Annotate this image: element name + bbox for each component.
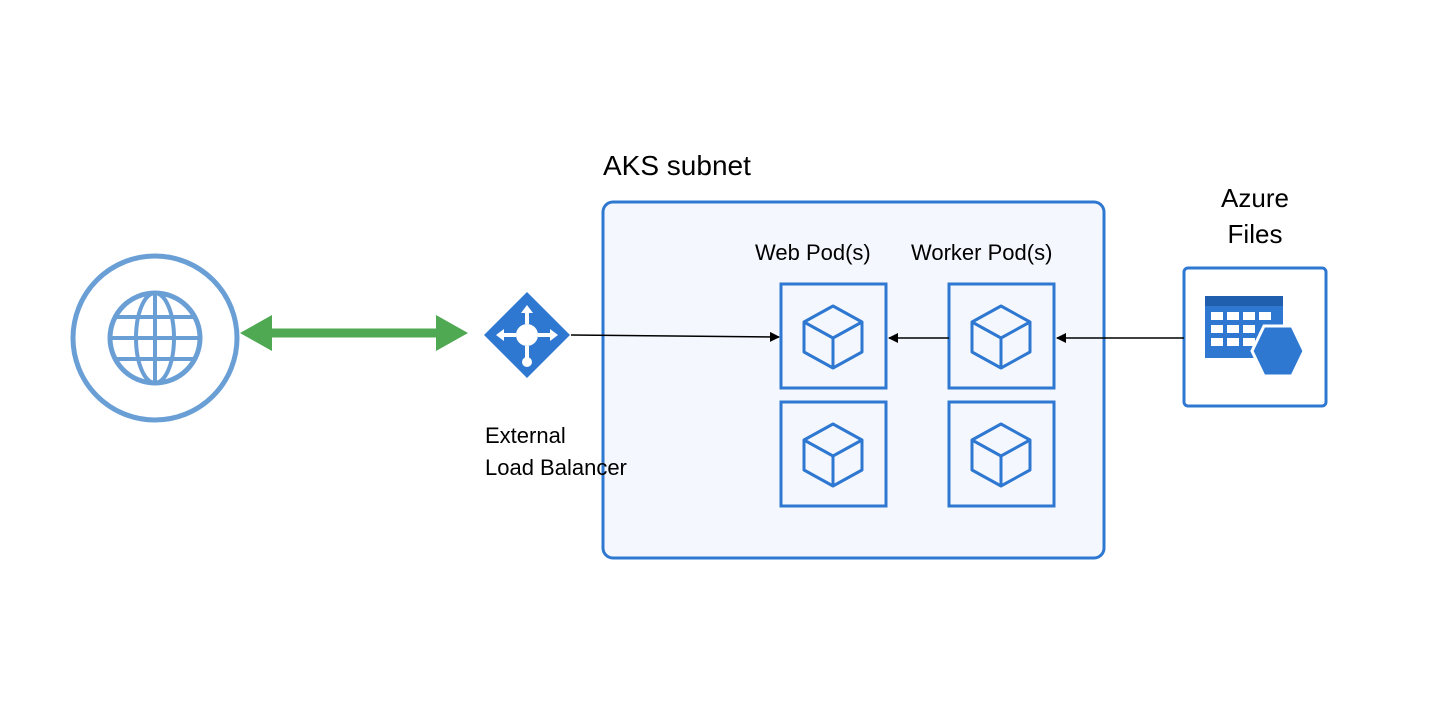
worker-pods-title: Worker Pod(s) (911, 240, 1053, 265)
load-balancer-icon (484, 292, 570, 378)
web-pods-title: Web Pod(s) (755, 240, 871, 265)
web-pod-1 (779, 282, 888, 390)
aks-subnet-title: AKS subnet (603, 150, 751, 181)
worker-pod-1 (947, 282, 1056, 390)
load-balancer-label-line2: Load Balancer (485, 455, 627, 480)
cube-icon (970, 422, 1032, 488)
cube-icon (802, 304, 864, 370)
lb-to-web-arrow (570, 331, 780, 342)
cube-icon (802, 422, 864, 488)
cube-icon (970, 304, 1032, 370)
azure-files-title-line2: Files (1227, 219, 1283, 249)
worker-pod-2 (947, 400, 1056, 508)
web-pod-2 (779, 400, 888, 508)
load-balancer-label-line1: External (485, 423, 566, 448)
bidirectional-arrow (240, 315, 468, 351)
azure-files-icon (1205, 296, 1306, 378)
globe-icon (70, 253, 240, 423)
azure-files-title-line1: Azure (1221, 183, 1289, 213)
load-balancer-label: External Load Balancer (485, 420, 685, 484)
azure-files-title: Azure Files (1185, 180, 1325, 252)
